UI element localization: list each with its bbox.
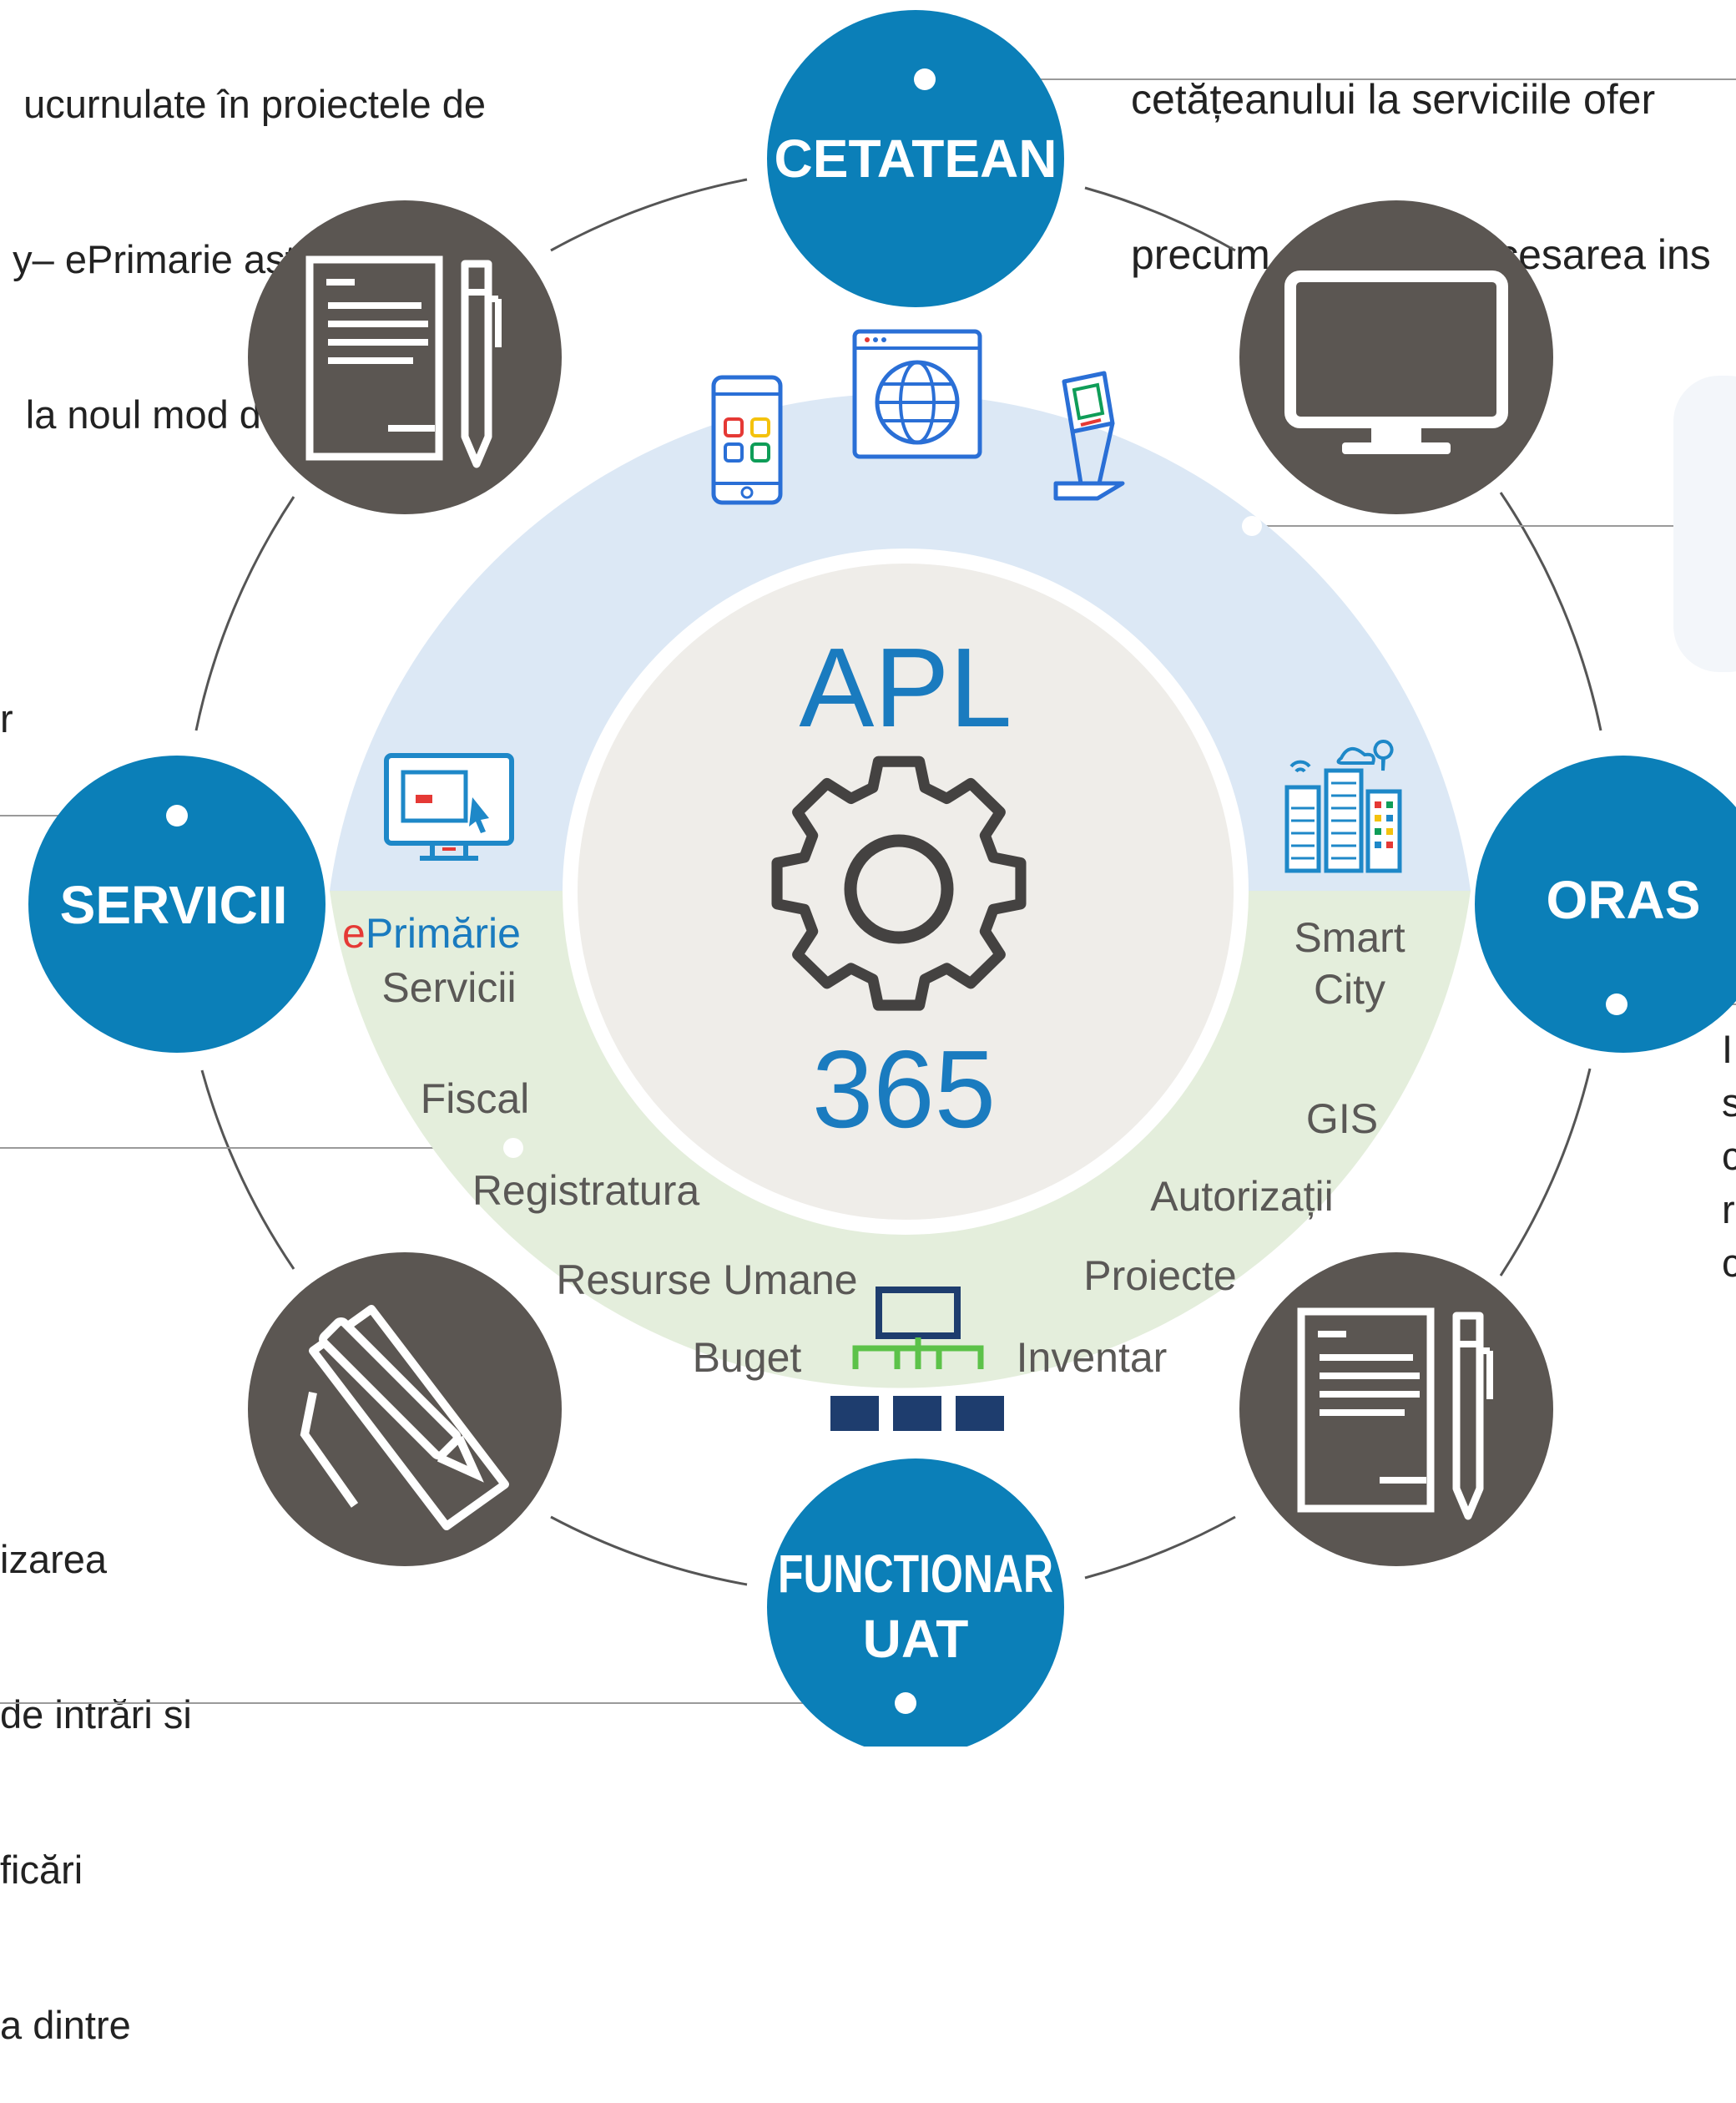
document-pen-icon [1239, 1252, 1553, 1566]
bottom-left-line-4: a dintre [0, 2003, 131, 2047]
center-circle [563, 548, 1249, 1235]
module-proiecte: Proiecte [1083, 1252, 1236, 1299]
module-autorizatii: Autorizații [1150, 1173, 1334, 1220]
smartphone-apps-icon [711, 375, 783, 505]
module-smart: Smart [1294, 914, 1405, 961]
kiosk-icon [1053, 371, 1125, 501]
hub-oras[interactable]: ORAS [1475, 756, 1736, 1053]
module-buget: Buget [693, 1334, 802, 1381]
outer-ring [194, 178, 1602, 1586]
module-servicii: Servicii [381, 964, 516, 1011]
monitor-icon [1239, 200, 1553, 514]
web-globe-icon [852, 329, 982, 459]
hub-cetatean-label: CETATEAN [775, 129, 1057, 189]
hub-functionar-label-2: UAT [863, 1609, 969, 1669]
apl-365-diagram: APL 365 CETATEAN SERVICII ORAS FUNCTIONA… [0, 10, 1736, 1747]
eprimarie-rest: Primărie [366, 910, 521, 957]
upper-ring-connector-dot [1242, 516, 1262, 536]
eprimarie-monitor-icon [384, 753, 514, 861]
left-mid-cut-text: r [0, 696, 13, 741]
bottom-left-line-3: ficări [0, 1848, 83, 1892]
module-city: City [1314, 966, 1385, 1013]
module-fiscal: Fiscal [421, 1075, 530, 1122]
org-chart-icon [830, 1287, 1004, 1431]
smart-city-icon [1284, 740, 1402, 873]
top-right-line-0: cetățeanului la serviciile ofer [1131, 76, 1656, 123]
hub-oras-label: ORAS [1547, 870, 1701, 930]
center-number: 365 [812, 1028, 996, 1150]
document-pen-icon [248, 200, 562, 514]
hub-servicii[interactable]: SERVICII [28, 756, 326, 1053]
module-disc [330, 393, 1471, 1388]
right-edge-panel [1673, 376, 1736, 672]
hub-functionar-dot [895, 1692, 916, 1714]
module-inventar: Inventar [1017, 1334, 1168, 1381]
bottom-left-line-1: izarea [0, 1537, 108, 1581]
center-title: APL [799, 624, 1012, 751]
hub-functionar-label-1: FUNCTIONAR [778, 1544, 1053, 1604]
right-side-cut-text: I s c r c [1722, 1027, 1736, 1285]
hub-functionar-uat[interactable]: FUNCTIONAR UAT [767, 1458, 1064, 1747]
hub-cetatean[interactable]: CETATEAN [767, 10, 1064, 307]
fiscal-connector-dot [503, 1138, 523, 1158]
signature-icon [248, 1252, 562, 1566]
module-registratura: Registratura [472, 1167, 700, 1214]
eprimarie-e: e [342, 910, 366, 957]
gear-icon [771, 756, 1027, 1011]
module-gis: GIS [1306, 1095, 1378, 1142]
module-eprimarie: ePrimărie [342, 910, 521, 957]
hub-oras-dot [1606, 993, 1628, 1015]
top-left-line-0: ucurnulate în proiectele de [23, 82, 486, 126]
bottom-left-line-2: de intrări si [0, 1692, 192, 1736]
module-resurse-umane: Resurse Umane [556, 1256, 857, 1303]
hub-servicii-label: SERVICII [60, 875, 288, 935]
hub-servicii-dot [166, 805, 188, 827]
connector-lines [0, 78, 1736, 1704]
hub-cetatean-dot [914, 68, 936, 90]
